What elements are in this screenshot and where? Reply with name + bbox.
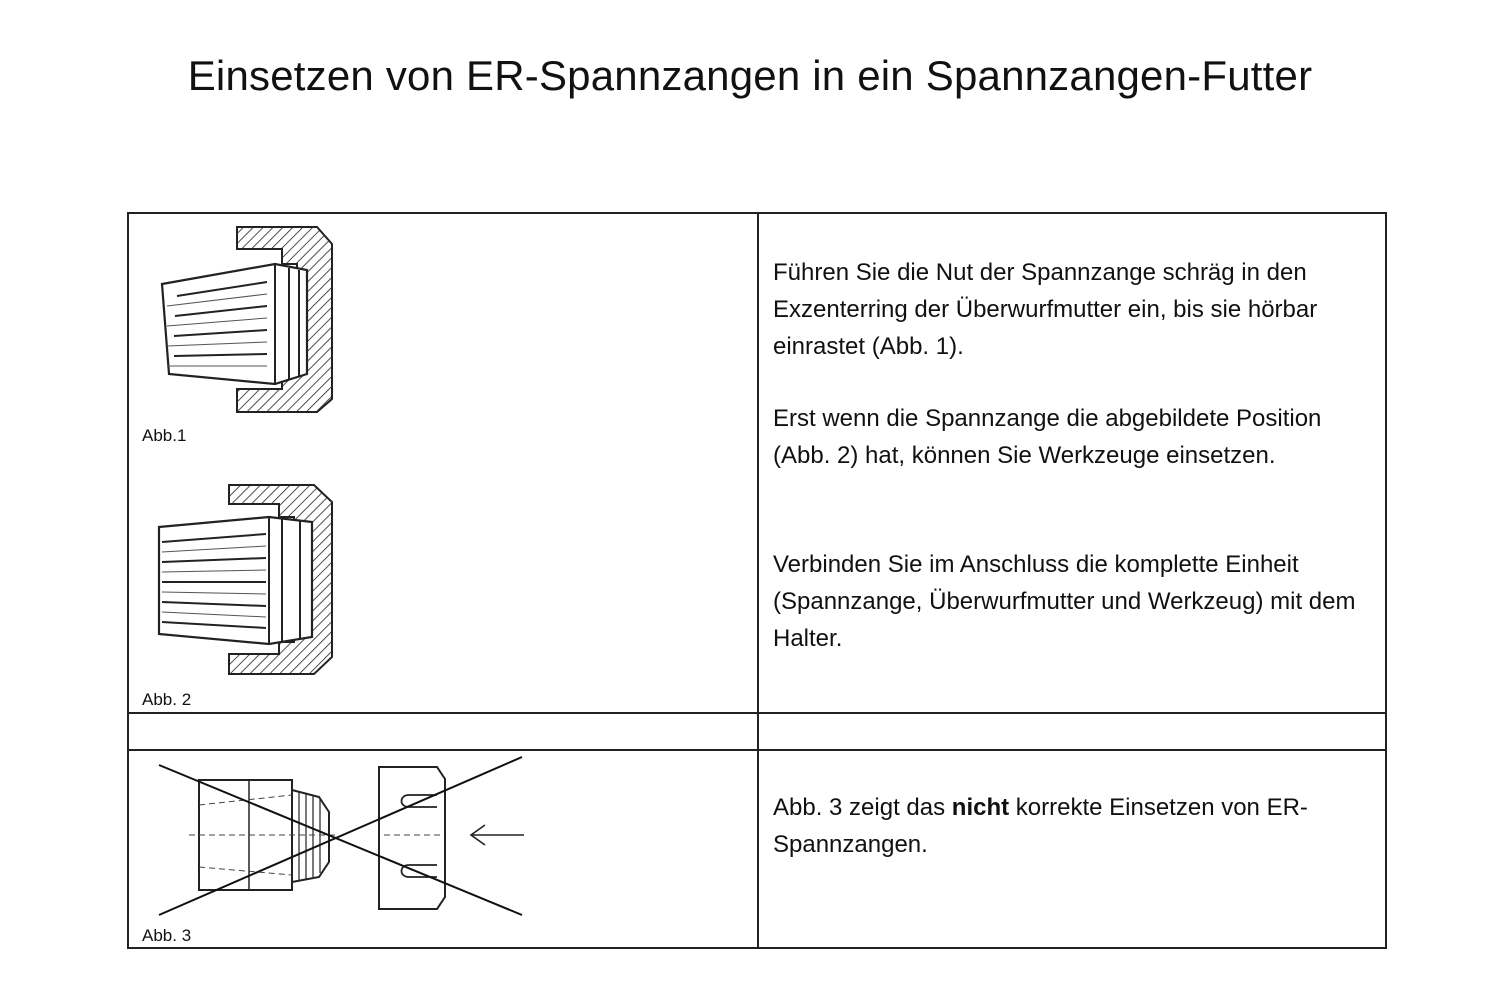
row-divider: [129, 749, 1385, 751]
page-title: Einsetzen von ER-Spannzangen in ein Span…: [187, 52, 1313, 99]
figure-2-drawing: [157, 484, 333, 675]
figure-1-caption: Abb.1: [142, 426, 187, 445]
instruction-table: Abb.1 Abb. 2: [127, 212, 1387, 949]
figure-3-caption: Abb. 3: [142, 926, 192, 945]
instruction-paragraph-4: Abb. 3 zeigt das nicht korrekte Einsetze…: [773, 789, 1373, 863]
emphasis-nicht: nicht: [951, 794, 1010, 821]
row-divider: [129, 712, 1385, 714]
instruction-paragraph-3: Verbinden Sie im Anschluss die komplette…: [773, 551, 1356, 652]
paragraph-4-text-end: korrekte Einsetzen von ER-Spannzangen.: [773, 794, 1308, 858]
figure-3-drawing: [158, 756, 524, 916]
column-divider: [757, 214, 759, 947]
figure-1-drawing: [160, 226, 333, 413]
instruction-paragraph-1: Führen Sie die Nut der Spannzange schräg…: [773, 259, 1318, 360]
instruction-paragraph-2: Erst wenn die Spannzange die abgebildete…: [773, 405, 1322, 469]
figure-2-caption: Abb. 2: [142, 690, 192, 709]
paragraph-4-text-start: Abb. 3 zeigt das: [773, 794, 952, 821]
